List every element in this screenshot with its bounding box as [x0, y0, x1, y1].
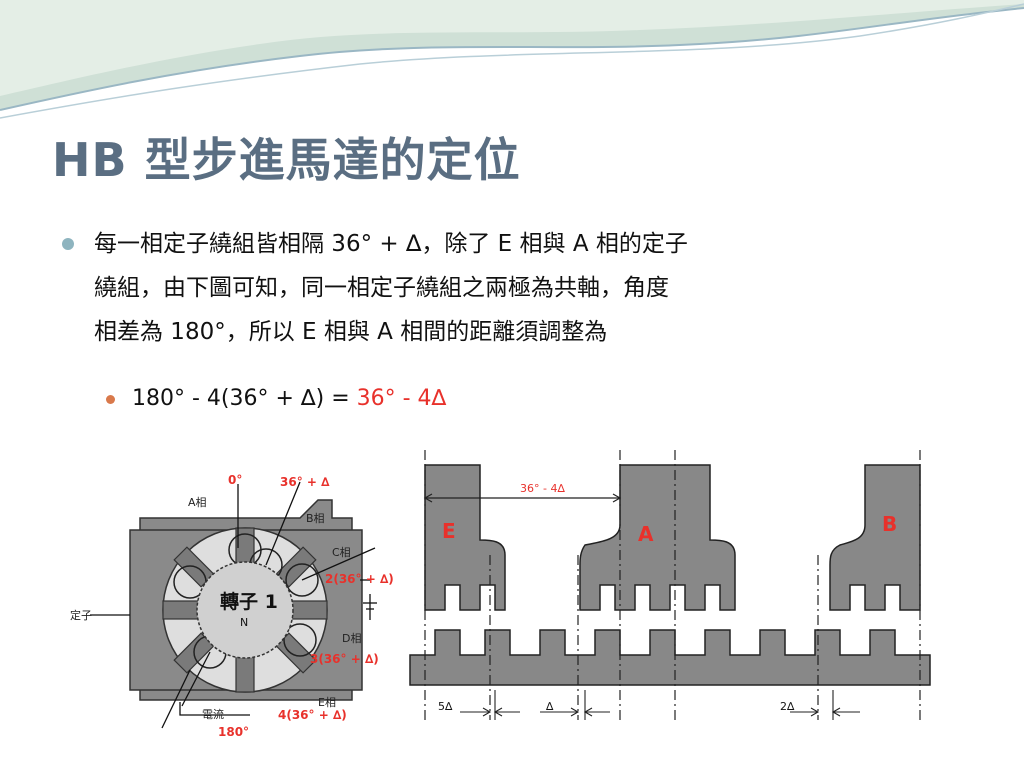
label-180deg: 180° — [218, 725, 249, 739]
formula-text: 180° - 4(36° + ∆) = — [132, 386, 357, 411]
phase-a-label: A相 — [188, 496, 207, 509]
pole-b-label: B — [882, 512, 897, 536]
formula-result: 36° - 4∆ — [356, 386, 447, 411]
stator-label: 定子 — [70, 608, 92, 622]
phase-d-label: D相 — [342, 632, 361, 645]
bullet-dot — [62, 238, 74, 250]
pole-a-label: A — [638, 522, 654, 546]
stator-cross-section-diagram: 轉子 1 N 0° 36° + ∆ 2(36° + ∆) 3(36° + ∆) … — [70, 473, 394, 739]
label-36-plus-delta: 36° + ∆ — [280, 475, 330, 489]
rotor-pole-label: N — [240, 616, 248, 629]
pole-tooth-layout-diagram: 36° - 4∆ E A B 5∆ ∆ 2∆ — [409, 450, 931, 720]
bullet-text-line-2: 繞組，由下圖可知，同一相定子繞組之兩極為共軸，角度 — [94, 275, 669, 301]
current-label: 電流 — [202, 707, 224, 721]
sub-bullet-dot — [106, 395, 115, 404]
dim-2delta: 2∆ — [780, 700, 795, 713]
rotor-label: 轉子 1 — [220, 591, 278, 613]
label-3x36: 3(36° + ∆) — [310, 652, 379, 666]
label-4x36: 4(36° + ∆) — [278, 708, 347, 722]
pole-e-label: E — [442, 519, 456, 543]
header-wave-decoration — [0, 0, 1024, 119]
dim-delta: ∆ — [545, 700, 554, 713]
span-label: 36° - 4∆ — [520, 482, 565, 495]
label-0deg: 0° — [228, 473, 242, 487]
phase-e-label: E相 — [318, 696, 336, 709]
bullet-text-line-3: 相差為 180°，所以 E 相與 A 相間的距離須調整為 — [94, 319, 608, 345]
phase-b-label: B相 — [306, 512, 325, 525]
dim-5delta: 5∆ — [438, 700, 453, 713]
bullet-text-line-1: 每一相定子繞組皆相隔 36° + ∆，除了 E 相與 A 相的定子 — [94, 231, 688, 257]
slide-title: HB 型步進馬達的定位 — [52, 133, 521, 187]
label-2x36: 2(36° + ∆) — [325, 572, 394, 586]
phase-c-label: C相 — [332, 546, 351, 559]
